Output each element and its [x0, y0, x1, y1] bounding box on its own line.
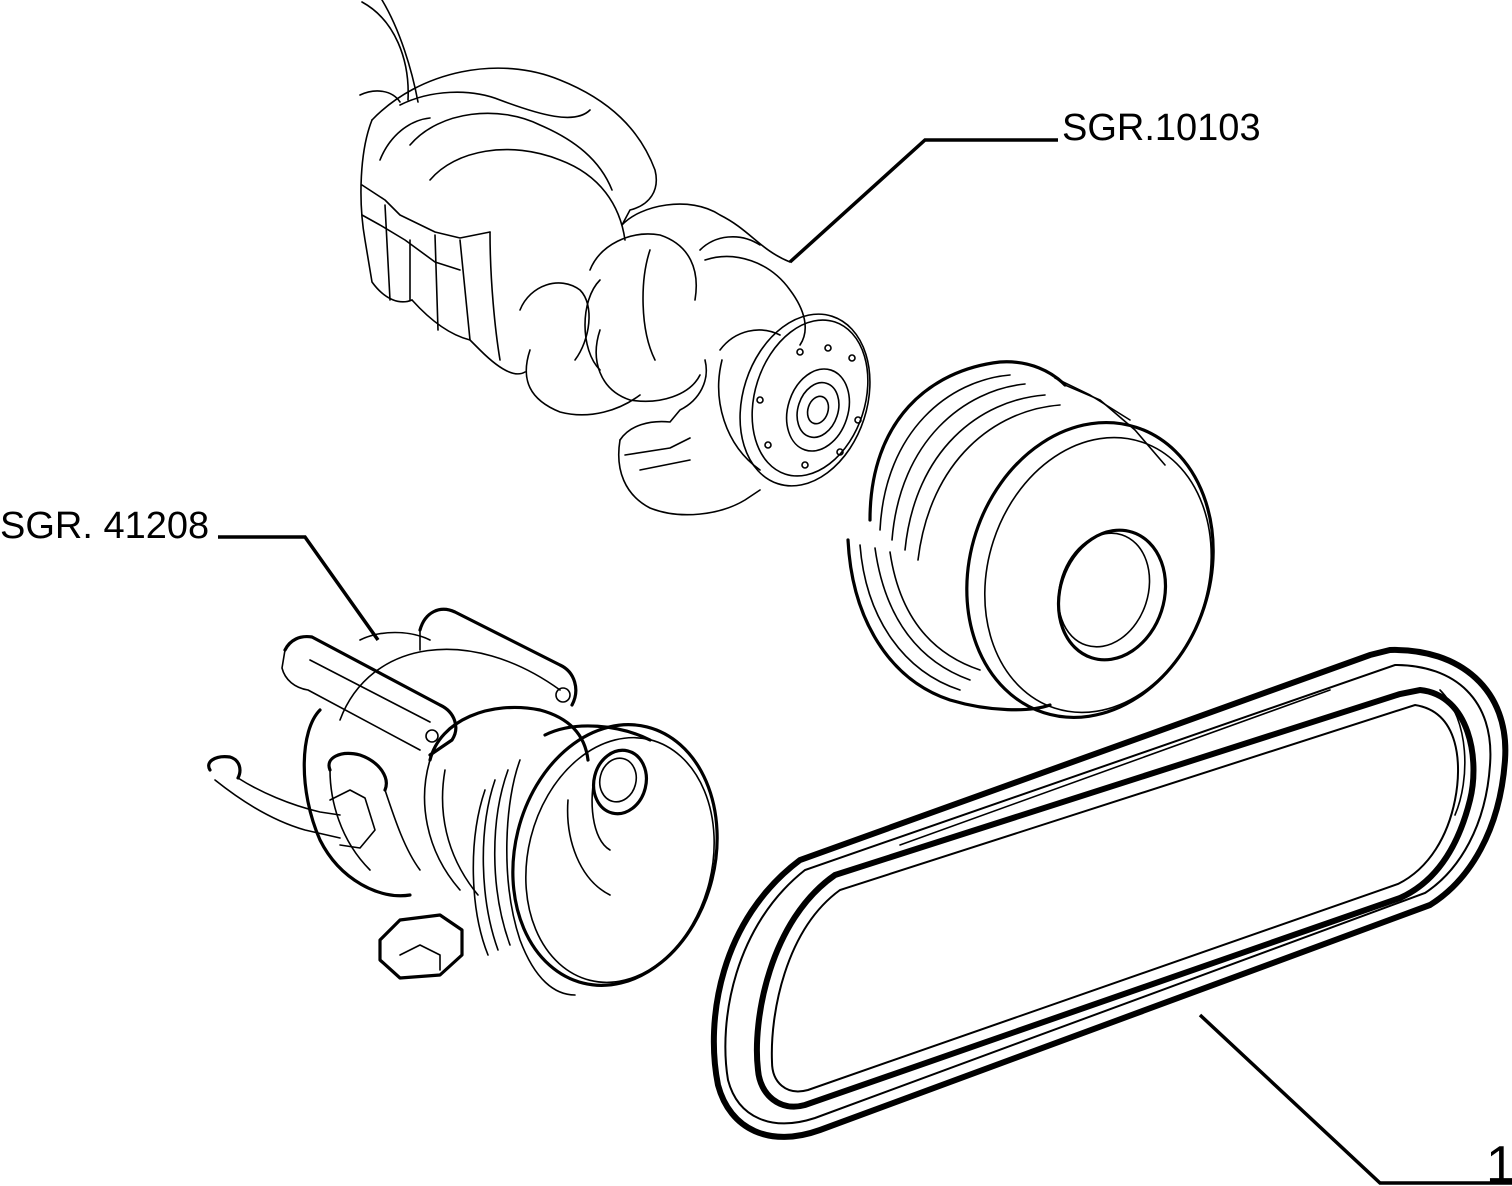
crankshaft-drawing	[359, 0, 871, 516]
callout-leaders	[218, 138, 1512, 1185]
drive-belt-drawing	[710, 646, 1509, 1140]
belt-leader-line	[1198, 1013, 1512, 1185]
belt-item-number: 1	[1486, 1136, 1512, 1186]
crankshaft-part-label: SGR.10103	[1062, 107, 1261, 149]
crankshaft-leader-line	[788, 138, 1058, 264]
crankshaft-pulley-drawing	[846, 360, 1215, 719]
water-pump-leader-line	[218, 535, 380, 642]
water-pump-drawing	[207, 607, 719, 996]
water-pump-part-label: SGR. 41208	[0, 505, 209, 547]
